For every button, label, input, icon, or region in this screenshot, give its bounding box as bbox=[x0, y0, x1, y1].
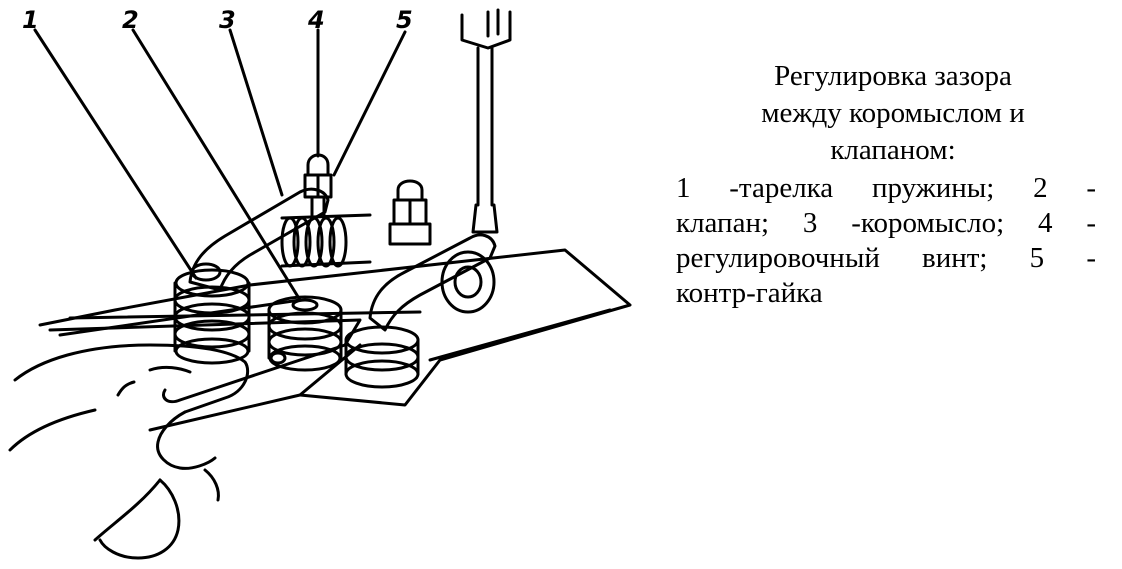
callout-2: 2 bbox=[122, 6, 139, 34]
callout-3: 3 bbox=[219, 6, 236, 34]
caption-title-line: клапаном: bbox=[830, 134, 956, 166]
cylinder-head-plate bbox=[38, 248, 632, 407]
rocker-shaft-coil bbox=[280, 213, 372, 268]
adjusting-screw-right bbox=[388, 179, 432, 246]
screwdriver bbox=[460, 8, 512, 234]
hand bbox=[8, 343, 250, 560]
callout-4: 4 bbox=[307, 6, 325, 34]
callout-5: 5 bbox=[396, 6, 413, 34]
caption-legend-line: клапан; 3 -коромысло; 4 - bbox=[676, 207, 1096, 239]
caption-legend: 1 -тарелка пружины; 2 - клапан; 3 -кором… bbox=[676, 171, 1096, 311]
caption-legend-line: контр-гайка bbox=[676, 277, 823, 309]
rocker-arm-right bbox=[368, 233, 497, 332]
caption-title: Регулировка зазора между коромыслом и кл… bbox=[676, 58, 1096, 169]
caption-legend-line: 1 -тарелка пружины; 2 - bbox=[676, 172, 1096, 204]
leader-lines bbox=[33, 28, 407, 302]
caption-legend-line: регулировочный винт; 5 - bbox=[676, 242, 1096, 274]
spring-right bbox=[344, 325, 420, 389]
callout-1: 1 bbox=[22, 6, 39, 34]
caption-title-line: Регулировка зазора bbox=[774, 60, 1012, 92]
valve-clearance-illustration: 1 2 3 4 5 bbox=[8, 6, 632, 560]
caption-title-line: между коромыслом и bbox=[761, 97, 1025, 129]
figure-caption: Регулировка зазора между коромыслом и кл… bbox=[676, 58, 1096, 311]
feeler-gauge bbox=[48, 310, 422, 432]
